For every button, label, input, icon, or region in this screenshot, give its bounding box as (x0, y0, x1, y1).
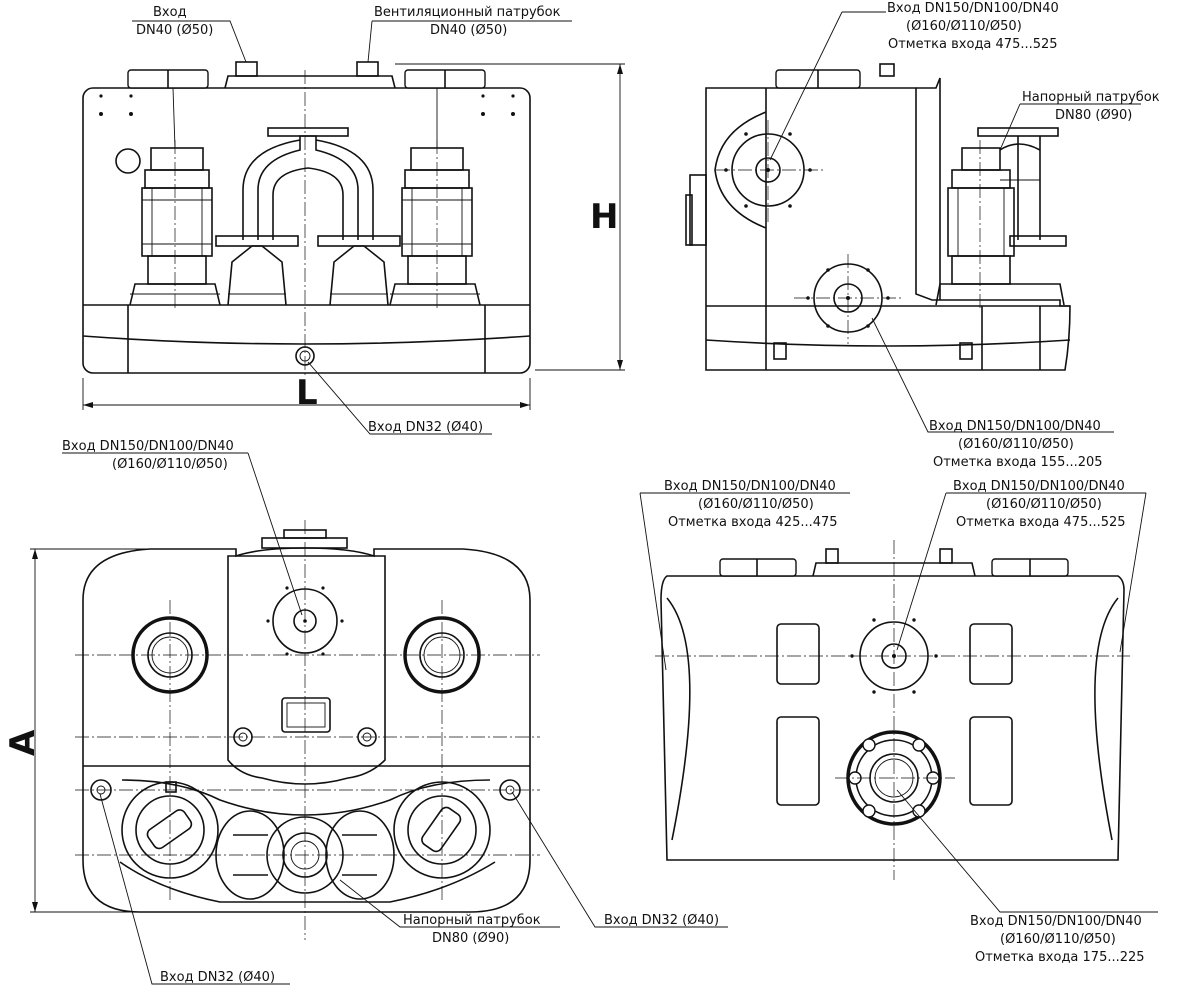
top-inlet-line1: Вход DN150/DN100/DN40 (62, 439, 234, 454)
top-pressure-line2: DN80 (Ø90) (432, 931, 509, 946)
side-pressure-line1: Напорный патрубок (1022, 90, 1160, 105)
top-pressure-line1: Напорный патрубок (403, 913, 541, 928)
side-inlet-lower-line1: Вход DN150/DN100/DN40 (929, 419, 1101, 434)
top-inlet-line2: (Ø160/Ø110/Ø50) (112, 457, 228, 472)
rear-inlet-left-line1: Вход DN150/DN100/DN40 (664, 479, 836, 494)
side-inlet-upper-line2: (Ø160/Ø110/Ø50) (906, 19, 1022, 34)
rear-inlet-left-line2: (Ø160/Ø110/Ø50) (698, 497, 814, 512)
rear-inlet-right-line2: (Ø160/Ø110/Ø50) (986, 497, 1102, 512)
rear-inlet-right-line3: Отметка входа 475...525 (956, 515, 1126, 530)
top-inlet-right: Вход DN32 (Ø40) (604, 913, 719, 928)
side-inlet-upper-line3: Отметка входа 475...525 (888, 37, 1058, 52)
front-inlet-top-line2: DN40 (Ø50) (136, 23, 213, 38)
labels: H L A Вход DN40 (Ø50) Вентиляционный пат… (3, 1, 1160, 985)
discharge-manifold (215, 127, 401, 306)
rear-view (639, 492, 1158, 913)
front-inlet-bottom: Вход DN32 (Ø40) (368, 420, 483, 435)
dim-h-label: H (590, 197, 618, 237)
side-inlet-lower-line3: Отметка входа 155...205 (933, 455, 1103, 470)
front-vent-line2: DN40 (Ø50) (430, 23, 507, 38)
front-vent-line1: Вентиляционный патрубок (374, 5, 561, 20)
pump-right (389, 147, 481, 306)
rear-inlet-bottom-line3: Отметка входа 175...225 (975, 950, 1145, 965)
side-inlet-upper-line1: Вход DN150/DN100/DN40 (887, 1, 1059, 16)
side-inlet-lower-line2: (Ø160/Ø110/Ø50) (958, 437, 1074, 452)
dim-l-label: L (296, 373, 318, 413)
front-view (82, 20, 625, 435)
dim-a-label: A (3, 729, 43, 756)
top-view (30, 452, 728, 985)
side-view (685, 11, 1141, 433)
top-inlet-left: Вход DN32 (Ø40) (160, 970, 275, 985)
rear-inlet-bottom-line1: Вход DN150/DN100/DN40 (970, 914, 1142, 929)
side-pressure-line2: DN80 (Ø90) (1055, 108, 1132, 123)
rear-inlet-right-line1: Вход DN150/DN100/DN40 (953, 479, 1125, 494)
rear-inlet-left-line3: Отметка входа 425...475 (668, 515, 838, 530)
rear-inlet-bottom-line2: (Ø160/Ø110/Ø50) (1000, 932, 1116, 947)
front-inlet-top-line1: Вход (153, 5, 187, 20)
